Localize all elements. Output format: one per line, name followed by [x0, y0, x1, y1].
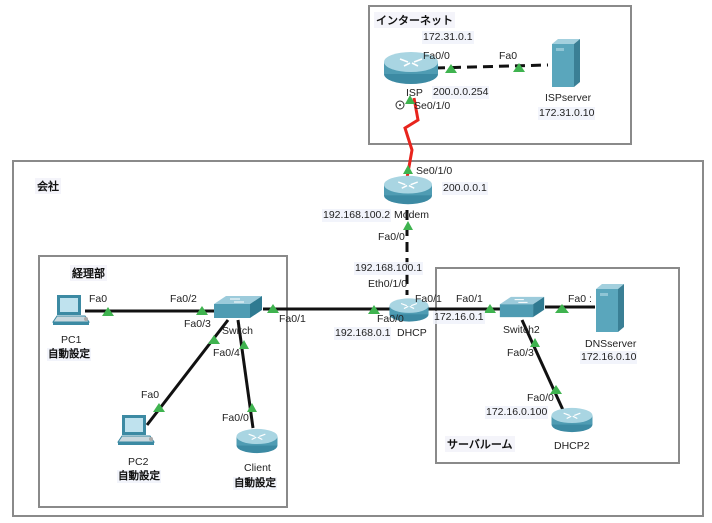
port-switch2-fa01: Fa0/1 — [456, 293, 483, 305]
dnsserver-name: DNSserver — [585, 338, 637, 350]
port-switch-fa01: Fa0/1 — [279, 313, 306, 325]
status-triangle-pc1 — [102, 307, 114, 316]
status-triangle-dhcp2 — [550, 385, 562, 394]
switch2-name: Switch2 — [503, 324, 540, 336]
zone-accounting — [38, 255, 288, 508]
status-triangle-modem-fa — [403, 221, 413, 230]
dhcp-fa0-ip: 192.168.0.1 — [334, 327, 392, 340]
dnsserver-ip: 172.16.0.10 — [580, 351, 638, 364]
status-triangle-client — [247, 403, 257, 412]
link-status-markers — [102, 63, 569, 412]
zone-company — [12, 160, 704, 517]
dhcp-fa1-ip: 172.16.0.1 — [433, 311, 485, 324]
client-note: 自動設定 — [233, 477, 277, 490]
pc2-name: PC2 — [128, 456, 149, 468]
modem-name: Modem — [394, 209, 430, 221]
port-modem-fa00: Fa0/0 — [378, 231, 405, 243]
client-name: Client — [244, 462, 271, 474]
port-switch-fa03: Fa0/3 — [184, 318, 211, 330]
switch2-icon[interactable] — [498, 294, 546, 320]
status-triangle-isp-se — [405, 95, 415, 104]
status-triangle-isp-fa00 — [445, 64, 457, 73]
port-dnsserver-fa0: Fa0 : — [568, 293, 592, 305]
port-dhcp2-fa00: Fa0/0 — [527, 392, 554, 404]
router-client-icon[interactable] — [235, 426, 279, 456]
isp-inside-ip: 172.31.0.1 — [422, 31, 474, 44]
isp-name: ISP — [406, 87, 423, 99]
switch-icon[interactable] — [212, 294, 264, 320]
port-switch-fa02: Fa0/2 — [170, 293, 197, 305]
status-triangle-switch2-fa03 — [530, 338, 540, 347]
modem-serial-ip: 200.0.0.1 — [442, 182, 488, 195]
zone-internet — [368, 5, 632, 145]
port-dhcp-fa00: Fa0/0 — [377, 313, 404, 325]
status-triangle-switch-fa01 — [267, 304, 279, 313]
port-switch-fa04: Fa0/4 — [213, 347, 240, 359]
port-isp-fa00: Fa0/0 — [423, 50, 450, 62]
port-pc1-fa0: Fa0 — [89, 293, 108, 305]
link-isp-ispserver[interactable] — [434, 63, 549, 70]
status-triangle-switch-fa03 — [208, 335, 220, 344]
ispserver-ip: 172.31.0.10 — [538, 107, 596, 120]
zone-accounting-title: 経理部 — [70, 265, 107, 281]
router-dhcp-icon[interactable] — [388, 295, 430, 325]
pc1-icon[interactable] — [52, 294, 90, 330]
status-triangle-modem-se — [403, 165, 413, 174]
modem-fa-ip: 192.168.100.2 — [322, 209, 392, 222]
zone-company-title: 会社 — [35, 178, 61, 194]
port-dhcp-eth010: Eth0/1/0 — [368, 278, 408, 290]
status-triangle-dnsserver — [555, 304, 569, 313]
dhcp2-ip: 172.16.0.100 — [485, 406, 549, 419]
pc2-note: 自動設定 — [117, 470, 161, 483]
pc1-note: 自動設定 — [47, 348, 91, 361]
port-modem-se010: Se0/1/0 — [416, 165, 453, 177]
status-triangle-switch-fa04 — [239, 340, 249, 349]
dhcp-eth-ip: 192.168.100.1 — [354, 262, 424, 275]
router-isp-icon[interactable] — [382, 50, 440, 86]
status-triangle-switch2-fa01 — [484, 304, 496, 313]
zone-server-room-title: サーバルーム — [445, 436, 515, 452]
pc2-icon[interactable] — [117, 414, 155, 450]
switch-name: Switch — [222, 325, 253, 337]
dhcp-name: DHCP — [397, 327, 427, 339]
port-switch2-fa03: Fa0/3 — [507, 347, 534, 359]
clock-icon — [395, 100, 405, 110]
port-ispserver-fa0: Fa0 — [499, 50, 518, 62]
port-isp-se010: Se0/1/0 — [414, 100, 451, 112]
ispserver-name: ISPserver — [545, 92, 592, 104]
isp-serial-ip: 200.0.0.254 — [432, 86, 490, 99]
link-switch2-dhcp2[interactable] — [520, 319, 565, 411]
link-serial-isp-modem[interactable] — [403, 97, 420, 179]
status-triangle-pc2 — [153, 403, 165, 412]
router-modem-icon[interactable] — [382, 174, 434, 206]
port-dhcp-fa01: Fa0/1 — [415, 293, 442, 305]
server-ispserver-icon[interactable] — [548, 38, 582, 88]
server-dnsserver-icon[interactable] — [592, 283, 626, 333]
zone-server-room — [435, 267, 680, 464]
zone-internet-title: インターネット — [374, 12, 455, 28]
status-triangle-switch-fa02 — [196, 306, 208, 315]
port-pc2-fa0: Fa0 — [141, 389, 160, 401]
pc1-name: PC1 — [61, 334, 82, 346]
status-triangle-dhcp-fa00 — [368, 305, 380, 314]
port-client-fa00: Fa0/0 — [222, 412, 249, 424]
status-triangle-ispserver-fa0 — [513, 63, 525, 72]
router-dhcp2-icon[interactable] — [550, 405, 594, 435]
dhcp2-name: DHCP2 — [554, 440, 590, 452]
